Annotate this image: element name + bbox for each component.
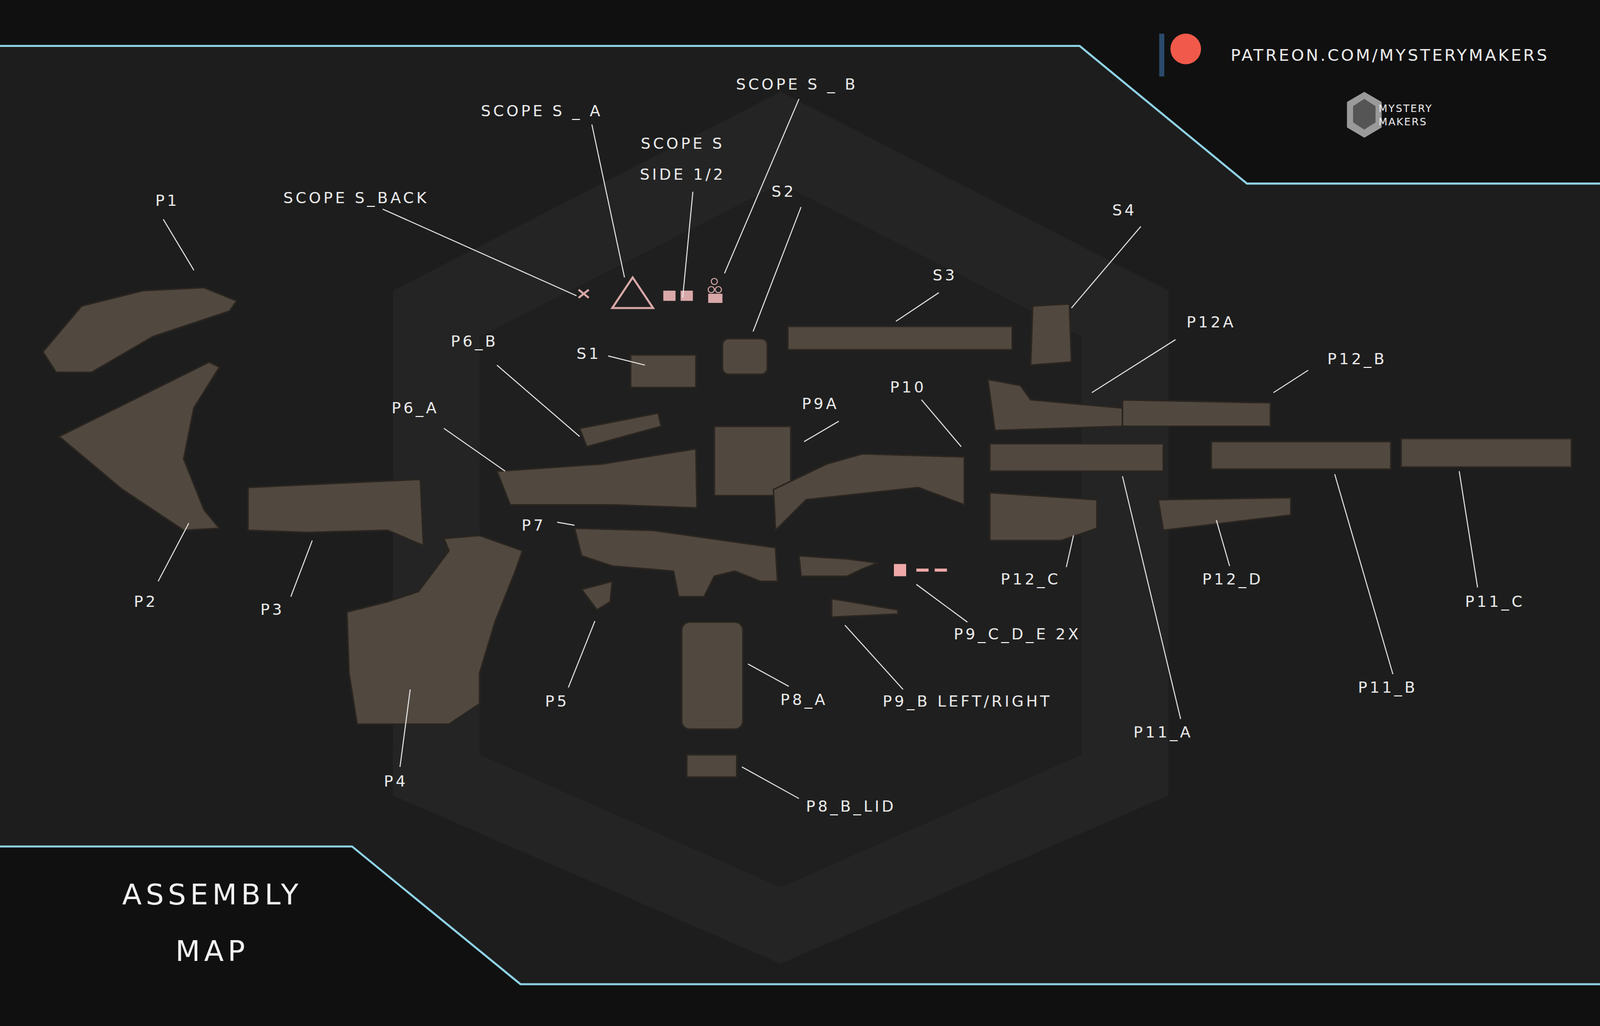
part-label: P3 <box>260 600 285 619</box>
part-label: S4 <box>1112 201 1137 220</box>
part-label: S3 <box>932 266 958 285</box>
part-label: SCOPE S _ A <box>481 101 603 120</box>
part-label: P12_B <box>1327 349 1388 368</box>
part-label: S2 <box>771 182 796 201</box>
part-label: P12_C <box>1000 570 1061 589</box>
part-label: P12A <box>1186 313 1237 332</box>
part-label: P6_B <box>450 332 499 351</box>
part-label: S1 <box>576 344 602 363</box>
part-label: P11_B <box>1357 678 1418 697</box>
part-label: P4 <box>384 772 408 791</box>
part-label: P8_B_LID <box>805 797 896 816</box>
map-title: ASSEMBLY MAP <box>84 867 340 980</box>
leader-lines <box>158 99 1478 799</box>
part-label: P10 <box>890 378 927 397</box>
part-label: P2 <box>133 592 158 611</box>
part-label: P6_A <box>391 398 439 418</box>
part-label: SCOPE S SIDE 1/2 <box>616 128 750 190</box>
part-label: P9A <box>802 394 840 413</box>
part-label: SCOPE S_BACK <box>283 188 429 207</box>
part-label: SCOPE S _ B <box>736 75 859 94</box>
url-text: PATREON.COM/MYSTERYMAKERS <box>1230 45 1549 66</box>
part-label: P7 <box>521 516 546 535</box>
part-label: P9_C_D_E 2X <box>953 625 1082 644</box>
part-label: P12_D <box>1202 570 1263 589</box>
part-label: P11_C <box>1465 592 1525 611</box>
logo-text: MYSTERY MAKERS <box>1378 101 1453 129</box>
part-label: P1 <box>155 192 180 211</box>
part-label: P8_A <box>780 690 828 709</box>
part-label: P5 <box>545 692 570 711</box>
part-label: P11_A <box>1133 723 1194 742</box>
part-label: P9_B LEFT/RIGHT <box>882 692 1053 711</box>
